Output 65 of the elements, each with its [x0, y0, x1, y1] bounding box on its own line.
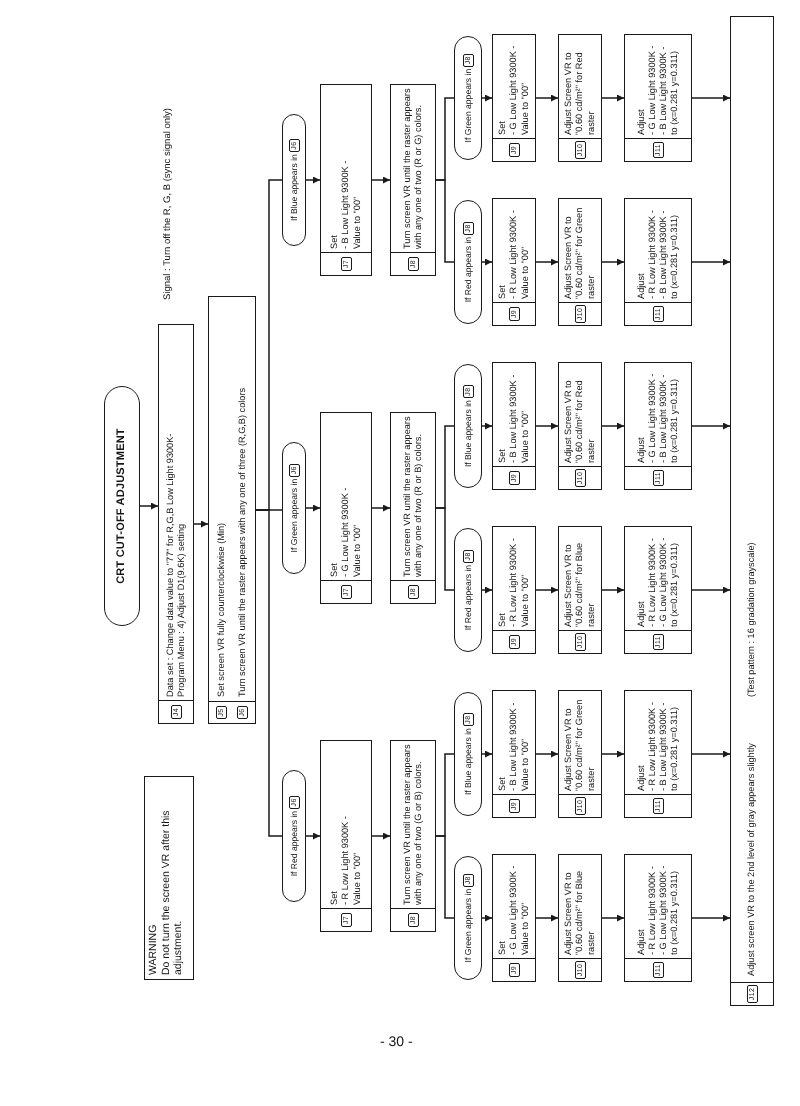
process-box [320, 412, 372, 604]
process-box [492, 34, 536, 162]
process-box [208, 296, 256, 724]
arrow [139, 502, 159, 510]
process-box [624, 34, 692, 162]
arrow [535, 422, 559, 430]
connector-line [435, 753, 455, 837]
process-box [320, 740, 372, 932]
arrow [371, 832, 391, 840]
arrow [481, 750, 493, 758]
arrow [535, 94, 559, 102]
process-box [558, 854, 602, 982]
arrow [601, 258, 625, 266]
process-box [558, 362, 602, 490]
process-box [624, 690, 692, 818]
process-box [320, 84, 372, 276]
title-frame [104, 386, 140, 626]
process-box [558, 198, 602, 326]
arrow [535, 750, 559, 758]
process-box [558, 526, 602, 654]
connector-line [435, 425, 455, 509]
arrow [193, 520, 209, 528]
process-box [492, 362, 536, 490]
arrow [601, 94, 625, 102]
process-box [492, 854, 536, 982]
process-box [390, 412, 436, 604]
arrow [691, 258, 731, 266]
arrow [535, 586, 559, 594]
arrow [371, 504, 391, 512]
warning-box [144, 776, 194, 980]
arrow [535, 914, 559, 922]
arrow [371, 176, 391, 184]
process-box [624, 198, 692, 326]
arrow [535, 258, 559, 266]
arrow [691, 750, 731, 758]
arrow [691, 586, 731, 594]
result-box [730, 16, 774, 1006]
arrow [601, 914, 625, 922]
arrow [601, 422, 625, 430]
arrow [481, 914, 493, 922]
process-box [390, 740, 436, 932]
process-box [624, 526, 692, 654]
connector-line [435, 97, 455, 181]
arrow [691, 94, 731, 102]
process-box [492, 690, 536, 818]
process-box [390, 84, 436, 276]
connector-line [255, 179, 283, 511]
process-box [492, 198, 536, 326]
process-box [558, 34, 602, 162]
arrow [305, 504, 321, 512]
process-box [158, 324, 194, 724]
process-box [558, 690, 602, 818]
arrow [691, 914, 731, 922]
process-box [624, 854, 692, 982]
arrow [601, 586, 625, 594]
process-box [624, 362, 692, 490]
process-box [492, 526, 536, 654]
arrow [691, 422, 731, 430]
arrow [305, 832, 321, 840]
arrow [481, 258, 493, 266]
arrow [481, 422, 493, 430]
arrow [481, 586, 493, 594]
arrow [481, 94, 493, 102]
arrow [601, 750, 625, 758]
arrow [305, 176, 321, 184]
